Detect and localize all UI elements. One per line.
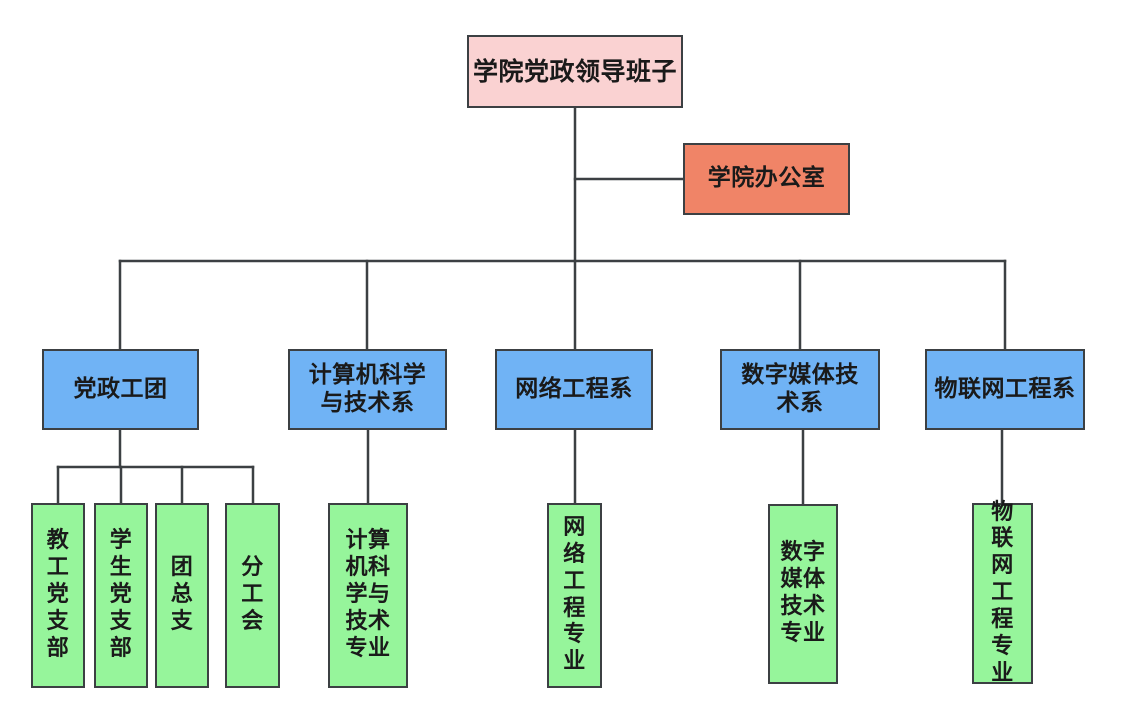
node-leaf-student-party-branch[interactable]: 学 生 党 支 部	[94, 503, 148, 688]
node-leaf-computer-science-major[interactable]: 计算 机科 学与 技术 专业	[328, 503, 408, 688]
node-label: 网 络 工 程 专 业	[563, 515, 586, 675]
node-department-network-engineering[interactable]: 网络工程系	[495, 349, 653, 430]
node-department-computer-science[interactable]: 计算机科学 与技术系	[288, 349, 447, 430]
node-leaf-faculty-party-branch[interactable]: 教 工 党 支 部	[31, 503, 85, 688]
node-leaf-network-engineering-major[interactable]: 网 络 工 程 专 业	[547, 503, 602, 688]
node-department-iot-engineering[interactable]: 物联网工程系	[925, 349, 1085, 430]
node-label: 物联网工程系	[934, 375, 1076, 402]
node-label: 计算机科学 与技术系	[308, 362, 427, 416]
node-label: 数字媒体技 术系	[741, 362, 859, 416]
node-department-party-group[interactable]: 党政工团	[42, 349, 199, 430]
node-college-leadership[interactable]: 学院党政领导班子	[467, 35, 683, 108]
node-leaf-digital-media-major[interactable]: 数字 媒体 技术 专业	[768, 504, 838, 684]
node-department-digital-media[interactable]: 数字媒体技 术系	[720, 349, 880, 430]
node-label: 分 工 会	[241, 555, 264, 634]
node-label: 物 联 网 工 程 专 业	[991, 499, 1014, 686]
node-college-office[interactable]: 学院办公室	[683, 143, 850, 215]
node-label: 网络工程系	[515, 375, 633, 402]
node-label: 团 总 支	[170, 555, 194, 634]
node-label: 党政工团	[73, 375, 168, 402]
node-leaf-iot-engineering-major[interactable]: 物 联 网 工 程 专 业	[972, 500, 1033, 686]
node-leaf-youth-league-branch[interactable]: 团 总 支	[155, 503, 209, 688]
node-leaf-union-branch[interactable]: 分 工 会	[225, 503, 280, 688]
node-label: 数字 媒体 技术 专业	[780, 540, 826, 646]
node-label: 计算 机科 学与 技术 专业	[345, 528, 391, 661]
node-label: 学院办公室	[707, 165, 826, 192]
node-label: 教 工 党 支 部	[46, 528, 70, 661]
node-label: 学 生 党 支 部	[109, 528, 133, 661]
node-label: 学院党政领导班子	[472, 56, 677, 86]
